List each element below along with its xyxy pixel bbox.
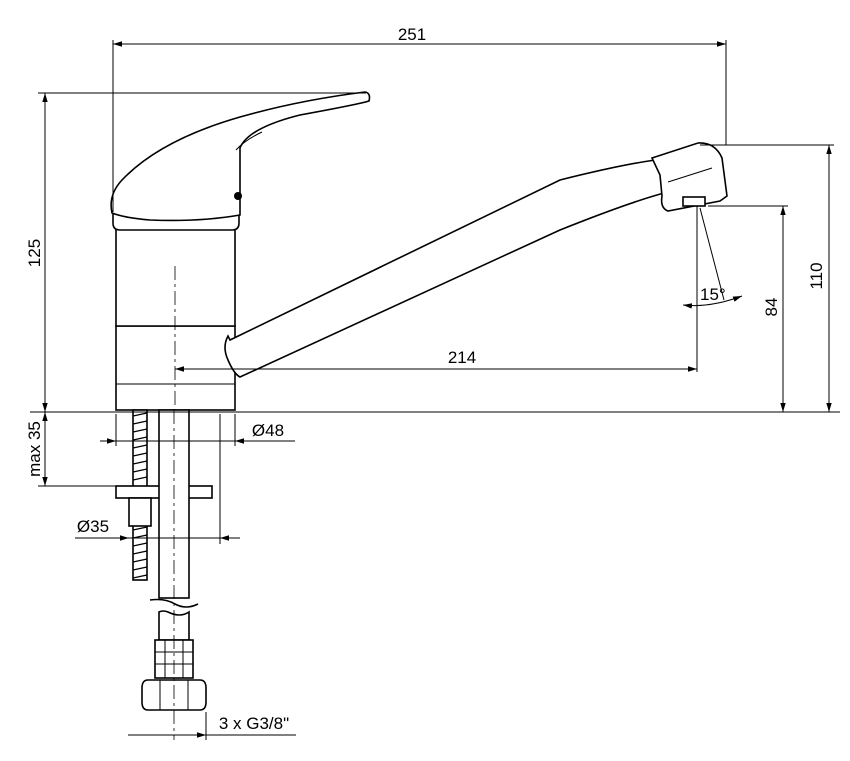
mounting-assembly bbox=[115, 409, 213, 711]
spout bbox=[224, 142, 728, 378]
dim-spout-reach: 214 bbox=[175, 206, 698, 372]
dim-214-label: 214 bbox=[448, 348, 476, 367]
dim-84-label: 84 bbox=[762, 298, 781, 317]
dim-48-label: Ø48 bbox=[252, 421, 284, 440]
dim-251-label: 251 bbox=[398, 25, 426, 44]
dim-110-label: 110 bbox=[807, 262, 826, 289]
faucet-body bbox=[112, 212, 240, 411]
dim-overall-length: 251 bbox=[112, 25, 727, 212]
lever-shape bbox=[110, 91, 371, 222]
body-upper bbox=[115, 225, 236, 327]
mounting-nut bbox=[128, 497, 152, 527]
dim-base-diameter: Ø48 bbox=[100, 414, 295, 446]
dim-total-height: 125 bbox=[25, 92, 366, 412]
aerator-outlet bbox=[682, 196, 706, 207]
dim-max35-label: max 35 bbox=[25, 421, 44, 477]
dim-connection: 3 x G3/8" bbox=[128, 712, 296, 740]
body-lower bbox=[115, 325, 236, 411]
aerator-detail bbox=[667, 167, 713, 183]
dim-outlet-height: 84 bbox=[708, 205, 788, 412]
dim-connection-label: 3 x G3/8" bbox=[219, 714, 289, 733]
lever-handle bbox=[110, 91, 371, 222]
centerlines bbox=[173, 266, 176, 740]
dim-max-thickness: max 35 bbox=[25, 412, 116, 487]
dim-125-label: 125 bbox=[25, 239, 44, 267]
lever-screw-icon bbox=[234, 192, 242, 200]
spout-tube bbox=[224, 159, 678, 378]
dim-15-label: 15° bbox=[700, 285, 726, 304]
spout-aerator bbox=[650, 142, 728, 212]
dim-mount-hole: Ø35 bbox=[75, 414, 240, 544]
lever-inner-edge bbox=[235, 131, 263, 151]
hose-lower bbox=[158, 610, 190, 641]
dim-angle: 15° bbox=[682, 207, 743, 309]
dim-35-label: Ø35 bbox=[77, 517, 109, 536]
dim-spout-height: 110 bbox=[700, 144, 834, 412]
